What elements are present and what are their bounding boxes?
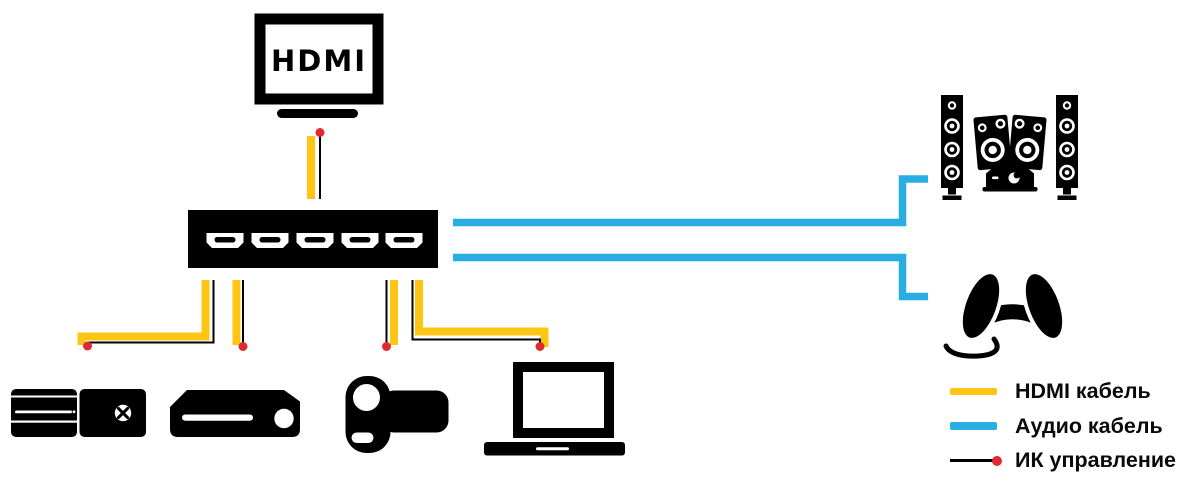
amplifier-icon <box>982 163 1038 192</box>
legend-row-hdmi: HDMI кабель <box>950 380 1190 403</box>
dvd-player-icon <box>170 390 300 437</box>
tower-speaker-left <box>941 95 963 200</box>
speaker-system-icon <box>941 95 1078 200</box>
headphone-cord <box>943 336 1000 359</box>
camcorder-icon <box>345 376 449 453</box>
legend-row-audio: Аудио кабель <box>950 413 1190 438</box>
tower-speaker-right <box>1056 95 1078 200</box>
tv-hdmi-icon: HDMI <box>254 13 384 118</box>
ir-emitter-laptop <box>535 342 545 351</box>
audio-cable-swatch <box>950 422 997 430</box>
audio-cable-speakers <box>453 175 928 227</box>
ir-emitter-camcorder <box>382 342 391 351</box>
legend-label-hdmi: HDMI кабель <box>1015 379 1151 403</box>
audio-cable-headphones <box>453 253 928 301</box>
laptop-icon <box>484 362 625 456</box>
legend-label-audio: Аудио кабель <box>1015 413 1163 438</box>
hdmi-port-1 <box>206 233 244 248</box>
cable-dvd-player <box>232 280 248 351</box>
hdmi-cable-swatch <box>950 387 997 396</box>
legend-label-ir: ИК управление <box>1015 448 1177 472</box>
cable-camcorder <box>382 280 398 351</box>
cable-xbox <box>77 280 215 351</box>
ir-control-swatch <box>950 455 1002 466</box>
headphones-icon <box>943 270 1066 359</box>
tv-hdmi-label: HDMI <box>271 44 367 78</box>
ir-emitter-xbox <box>83 341 92 351</box>
cable-tv <box>307 128 325 199</box>
hdmi-port-4 <box>341 233 379 248</box>
ir-emitter-tv <box>315 128 325 137</box>
bookshelf-speaker-right <box>1008 114 1047 171</box>
xbox-console-icon <box>11 389 146 437</box>
legend-row-ir: ИК управление <box>950 449 1190 472</box>
hdmi-port-2 <box>251 233 289 248</box>
ir-dot-icon <box>992 455 1002 466</box>
bookshelf-speaker-left <box>973 114 1012 171</box>
cable-laptop <box>411 280 549 351</box>
hdmi-port-3 <box>296 233 334 248</box>
hdmi-port-5 <box>385 233 423 248</box>
ir-emitter-dvd <box>238 342 248 351</box>
hdmi-switch-icon <box>188 210 438 268</box>
legend: HDMI кабель Аудио кабель ИК управление <box>950 380 1190 483</box>
